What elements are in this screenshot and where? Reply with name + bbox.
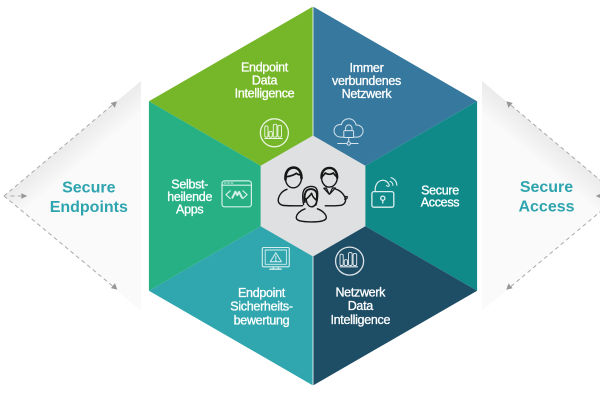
svg-text:Secure: Secure	[520, 179, 573, 196]
svg-text:Endpoints: Endpoints	[50, 199, 128, 216]
svg-text:Secure: Secure	[62, 180, 115, 197]
svg-text:Netzwerk: Netzwerk	[335, 286, 386, 300]
svg-text:Endpoint: Endpoint	[241, 60, 289, 74]
svg-text:Sicherheits-: Sicherheits-	[230, 300, 293, 314]
svg-text:bewertung: bewertung	[234, 313, 290, 327]
svg-text:Intelligence: Intelligence	[235, 86, 295, 100]
svg-text:Apps: Apps	[176, 203, 203, 217]
svg-text:Netzwerk: Netzwerk	[342, 87, 393, 101]
svg-text:Access: Access	[421, 196, 460, 210]
svg-text:verbundenes: verbundenes	[332, 74, 401, 88]
svg-text:Secure: Secure	[421, 183, 459, 197]
svg-text:Intelligence: Intelligence	[330, 313, 390, 327]
svg-text:Selbst-: Selbst-	[171, 178, 208, 192]
svg-text:Data: Data	[252, 73, 278, 87]
svg-text:Access: Access	[518, 199, 574, 216]
svg-text:Endpoint: Endpoint	[238, 286, 286, 300]
svg-text:Data: Data	[348, 299, 374, 313]
svg-text:Immer: Immer	[350, 61, 384, 75]
svg-text:heilende: heilende	[167, 190, 212, 204]
